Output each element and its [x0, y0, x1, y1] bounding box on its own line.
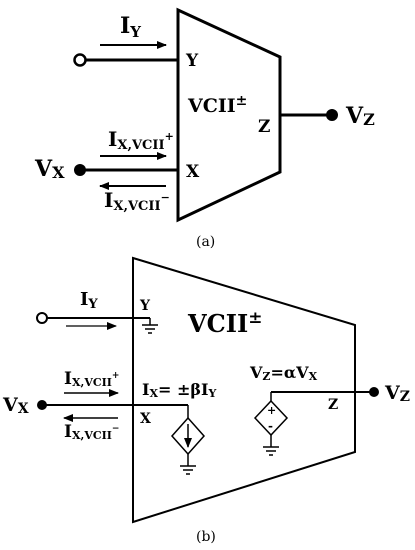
port-z-b: Z — [328, 397, 338, 413]
y-terminal-a — [73, 53, 87, 67]
vx-label-b: VX — [2, 394, 29, 417]
port-y-a: Y — [185, 51, 199, 71]
source-minus-sign: - — [268, 419, 273, 433]
ix-equation-b: IX= ±βIY — [142, 380, 217, 400]
current-source-ground-icon — [180, 465, 196, 475]
iy-label-a: IY — [120, 13, 141, 41]
port-z-a: Z — [258, 117, 270, 137]
vcii-block-a — [176, 7, 282, 223]
ix-plus-label-b: IX,VCII+ — [64, 369, 119, 389]
z-terminal-a — [326, 109, 338, 121]
z-terminal-b — [369, 387, 379, 397]
vcii-block-b — [132, 256, 356, 524]
vz-label-b: VZ — [384, 382, 410, 405]
port-y-b: Y — [139, 298, 151, 314]
ix-plus-label-a: IX,VCII+ — [108, 127, 174, 153]
ix-minus-label-a: IX,VCII− — [104, 188, 170, 214]
source-plus-sign: + — [267, 404, 276, 417]
panel-a: IY Y IX,VCII+ IX,VCII− VX X VCII± Z VZ (… — [34, 7, 375, 250]
caption-a: (a) — [196, 234, 215, 250]
panel-b: IY Y VCII± IX,VCII+ IX,VCII− VX X IX= ±β… — [2, 256, 410, 545]
voltage-source-ground-icon — [263, 446, 279, 456]
y-ground-icon — [142, 324, 158, 334]
vz-label-a: VZ — [345, 103, 375, 129]
block-label-b: VCII± — [187, 308, 262, 338]
ix-minus-label-b: IX,VCII− — [64, 422, 119, 442]
vz-equation-b: VZ=αVX — [249, 363, 318, 383]
port-x-a: X — [186, 162, 200, 182]
block-label-a: VCII± — [187, 93, 247, 117]
x-terminal-a — [74, 164, 86, 176]
caption-b: (b) — [196, 529, 216, 545]
iy-label-b: IY — [80, 289, 98, 312]
y-terminal-b — [36, 312, 48, 324]
vx-label-a: VX — [34, 156, 65, 182]
port-x-b: X — [140, 411, 151, 427]
x-terminal-b — [37, 400, 47, 410]
